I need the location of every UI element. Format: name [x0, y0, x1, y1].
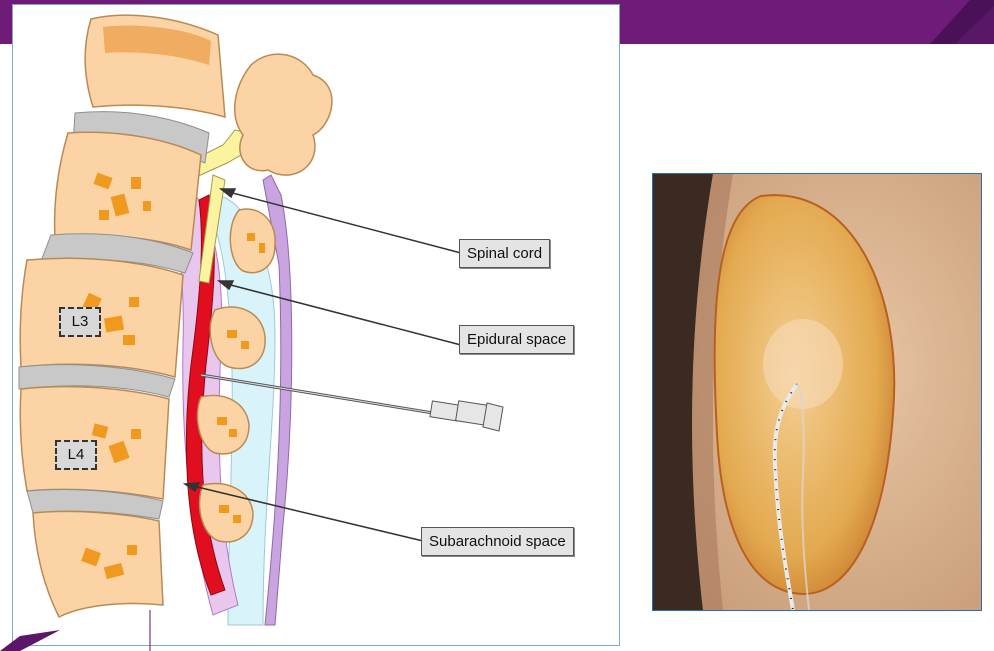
vertebra-l3-label: L3 — [59, 307, 101, 337]
spinal-cord-shape — [198, 174, 226, 284]
leader-lines — [182, 188, 462, 542]
vertebral-bodies — [18, 14, 226, 619]
epidural-catheter-photo — [652, 173, 982, 611]
spinal-cord-callout: Spinal cord — [459, 239, 551, 268]
catheter-photo-illustration — [653, 174, 981, 610]
subarachnoid-space-callout: Subarachnoid space — [421, 527, 574, 556]
spine-diagram-panel: Spinal cord Epidural space Subarachnoid … — [12, 4, 620, 646]
lumbar-spine-illustration — [18, 14, 504, 626]
vertebra-l4-label: L4 — [55, 440, 97, 470]
epidural-space-callout: Epidural space — [459, 325, 575, 354]
corner-decoration — [0, 610, 151, 651]
ligament-strip — [262, 174, 293, 626]
spinous-processes — [196, 53, 333, 543]
spinal-needle — [200, 373, 504, 432]
